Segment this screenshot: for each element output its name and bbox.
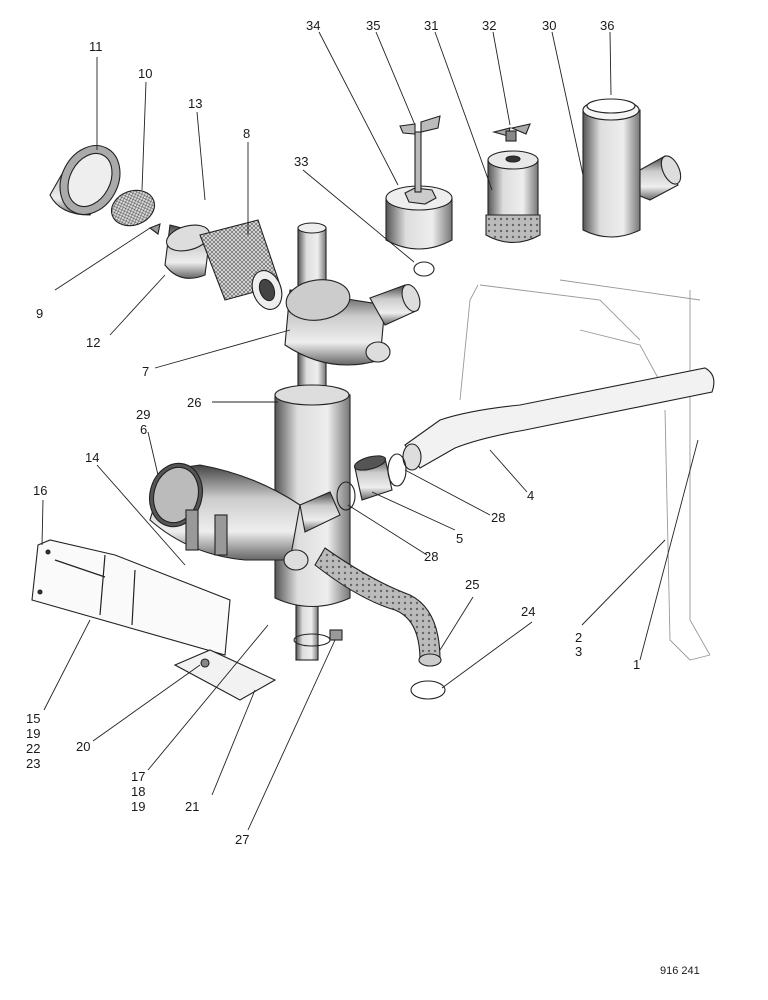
callout-5: 5 [456, 531, 463, 546]
callout-36: 36 [600, 18, 614, 33]
callout-22: 22 [26, 741, 40, 756]
part-clip-9 [148, 223, 161, 235]
part-wing-nut-32 [491, 123, 531, 142]
part-clamp-28a [387, 453, 407, 487]
callout-13: 13 [188, 96, 202, 111]
part-canister-36 [582, 98, 682, 238]
callout-19a: 19 [26, 726, 40, 741]
part-support-21 [173, 649, 277, 701]
callout-9: 9 [36, 306, 43, 321]
callout-31: 31 [424, 18, 438, 33]
callout-10: 10 [138, 66, 152, 81]
callout-28b: 28 [424, 549, 438, 564]
part-flex-hose-25 [314, 547, 442, 667]
callout-29: 29 [136, 407, 150, 422]
callout-15: 15 [26, 711, 40, 726]
part-cover-12 [164, 224, 211, 279]
part-filter-31 [485, 150, 541, 244]
part-bracket-16 [31, 539, 231, 656]
callout-6: 6 [140, 422, 147, 437]
part-cap-11 [49, 145, 121, 216]
part-clamp-28b [336, 481, 356, 511]
part-screen-10 [110, 189, 156, 227]
callout-17: 17 [131, 769, 145, 784]
callout-8: 8 [243, 126, 250, 141]
part-wing-bolt-35 [399, 115, 441, 193]
part-sleeve-5 [353, 455, 393, 501]
leader-lines [41, 31, 699, 831]
callout-7: 7 [142, 364, 149, 379]
part-hose-clamp-24 [410, 680, 446, 700]
callout-23: 23 [26, 756, 40, 771]
part-air-cleaner-body-7 [284, 279, 421, 366]
callout-4: 4 [527, 488, 534, 503]
callout-1: 1 [633, 657, 640, 672]
part-exhaust-pipe-4 [404, 367, 715, 469]
tractor-frame-outline [459, 279, 711, 661]
callout-28a: 28 [491, 510, 505, 525]
callout-11: 11 [89, 39, 103, 54]
callout-12: 12 [86, 335, 100, 350]
callout-3: 3 [575, 644, 582, 659]
callout-24: 24 [521, 604, 535, 619]
callout-labels: 11 10 13 8 9 12 7 34 35 31 32 30 36 33 2… [26, 18, 640, 847]
callout-30: 30 [542, 18, 556, 33]
callout-33: 33 [294, 154, 308, 169]
callout-16: 16 [33, 483, 47, 498]
part-filter-element-8 [199, 219, 283, 310]
callout-35: 35 [366, 18, 380, 33]
part-clamp-27 [293, 629, 343, 647]
callout-2: 2 [575, 630, 582, 645]
callout-20: 20 [76, 739, 90, 754]
callout-25: 25 [465, 577, 479, 592]
callout-21: 21 [185, 799, 199, 814]
callout-26: 26 [187, 395, 201, 410]
callout-27: 27 [235, 832, 249, 847]
part-pipe-end [402, 443, 422, 471]
callout-19b: 19 [131, 799, 145, 814]
part-housing-34 [385, 185, 453, 250]
drawing-reference-number: 916 241 [660, 965, 700, 977]
callout-18: 18 [131, 784, 145, 799]
callout-14: 14 [85, 450, 99, 465]
callout-34: 34 [306, 18, 320, 33]
part-silencer-6 [149, 462, 341, 571]
callout-32: 32 [482, 18, 496, 33]
part-o-ring-33 [413, 261, 435, 277]
